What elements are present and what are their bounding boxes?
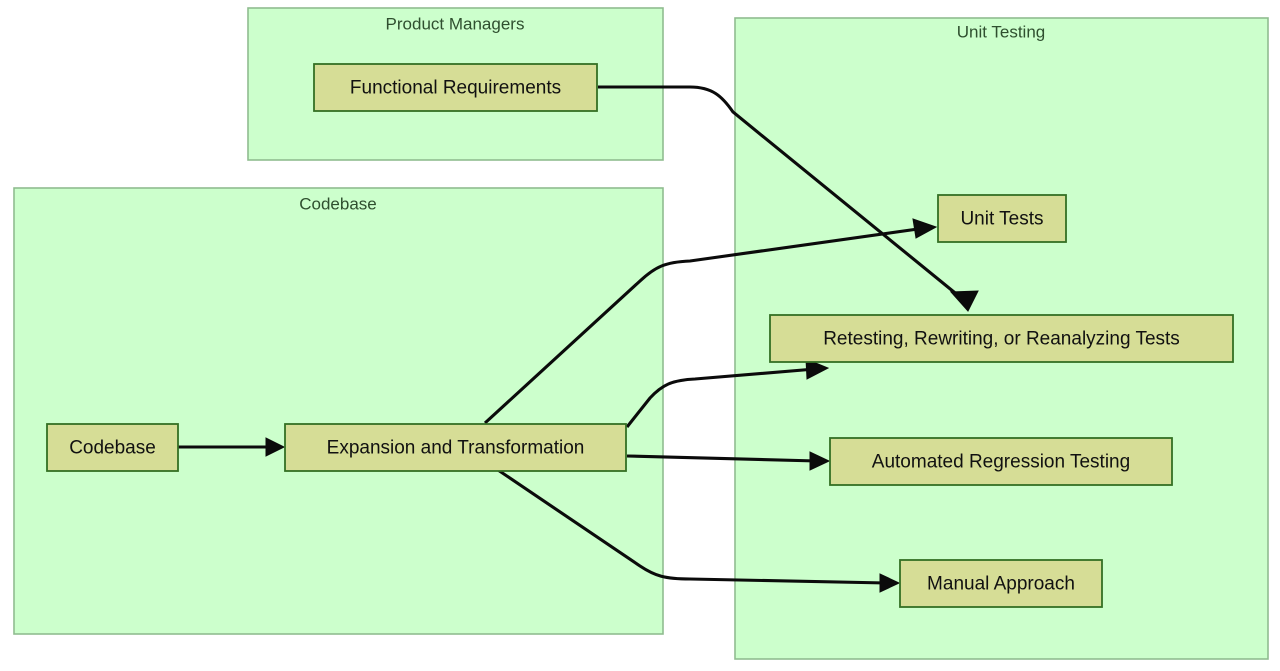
- edge-expansion-to-retesting: [625, 358, 830, 428]
- node-box-unit-tests[interactable]: [937, 194, 1067, 243]
- node-label-retesting-rewriting-reanalyzing-tests: Retesting, Rewriting, or Reanalyzing Tes…: [823, 329, 1180, 350]
- edge-expansion-to-manual-approach-line: [497, 468, 887, 585]
- edge-expansion-to-automated-regression-arrowhead-icon: [809, 451, 831, 471]
- node-retesting-rewriting-reanalyzing-tests[interactable]: Retesting, Rewriting, or Reanalyzing Tes…: [769, 314, 1234, 363]
- node-expansion-and-transformation[interactable]: Expansion and Transformation: [284, 423, 627, 472]
- edge-expansion-to-unit-tests-line: [483, 226, 926, 425]
- edge-expansion-to-retesting-arrowhead-icon: [805, 358, 830, 380]
- cluster-label-unit-testing: Unit Testing: [957, 22, 1046, 41]
- edge-expansion-to-manual-approach: [497, 468, 901, 593]
- edge-expansion-to-retesting-line: [625, 367, 816, 428]
- edge-expansion-to-manual-approach-arrowhead-icon: [879, 573, 901, 593]
- node-box-codebase[interactable]: [46, 423, 179, 472]
- cluster-label-product-managers: Product Managers: [386, 14, 525, 33]
- cluster-box-codebase-cluster: [13, 187, 664, 635]
- cluster-codebase-cluster: Codebase: [13, 187, 664, 635]
- node-codebase[interactable]: Codebase: [46, 423, 179, 472]
- node-unit-tests[interactable]: Unit Tests: [937, 194, 1067, 243]
- edge-functional-requirements-to-retesting-line: [598, 85, 966, 303]
- node-label-automated-regression-testing: Automated Regression Testing: [872, 452, 1130, 473]
- cluster-label-codebase-cluster: Codebase: [299, 194, 377, 213]
- node-box-functional-requirements[interactable]: [313, 63, 598, 112]
- edge-expansion-to-automated-regression: [626, 451, 831, 471]
- node-label-manual-approach: Manual Approach: [927, 574, 1075, 595]
- node-manual-approach[interactable]: Manual Approach: [899, 559, 1103, 608]
- node-box-automated-regression-testing[interactable]: [829, 437, 1173, 486]
- edge-expansion-to-automated-regression-line: [626, 454, 818, 463]
- node-label-codebase: Codebase: [69, 438, 156, 459]
- node-box-manual-approach[interactable]: [899, 559, 1103, 608]
- node-box-retesting-rewriting-reanalyzing-tests[interactable]: [769, 314, 1234, 363]
- edge-functional-requirements-to-retesting-arrowhead-icon: [949, 290, 979, 312]
- node-label-unit-tests: Unit Tests: [960, 209, 1043, 230]
- node-box-expansion-and-transformation[interactable]: [284, 423, 627, 472]
- node-functional-requirements[interactable]: Functional Requirements: [313, 63, 598, 112]
- edge-functional-requirements-to-retesting: [598, 85, 979, 312]
- node-label-functional-requirements: Functional Requirements: [350, 78, 561, 99]
- edge-codebase-to-expansion-arrowhead-icon: [265, 437, 286, 457]
- edge-expansion-to-unit-tests-arrowhead-icon: [912, 218, 938, 239]
- edge-codebase-to-expansion: [178, 437, 286, 457]
- edges-layer: [178, 85, 979, 593]
- node-automated-regression-testing[interactable]: Automated Regression Testing: [829, 437, 1173, 486]
- edge-expansion-to-unit-tests: [483, 218, 938, 425]
- node-label-expansion-and-transformation: Expansion and Transformation: [327, 438, 585, 459]
